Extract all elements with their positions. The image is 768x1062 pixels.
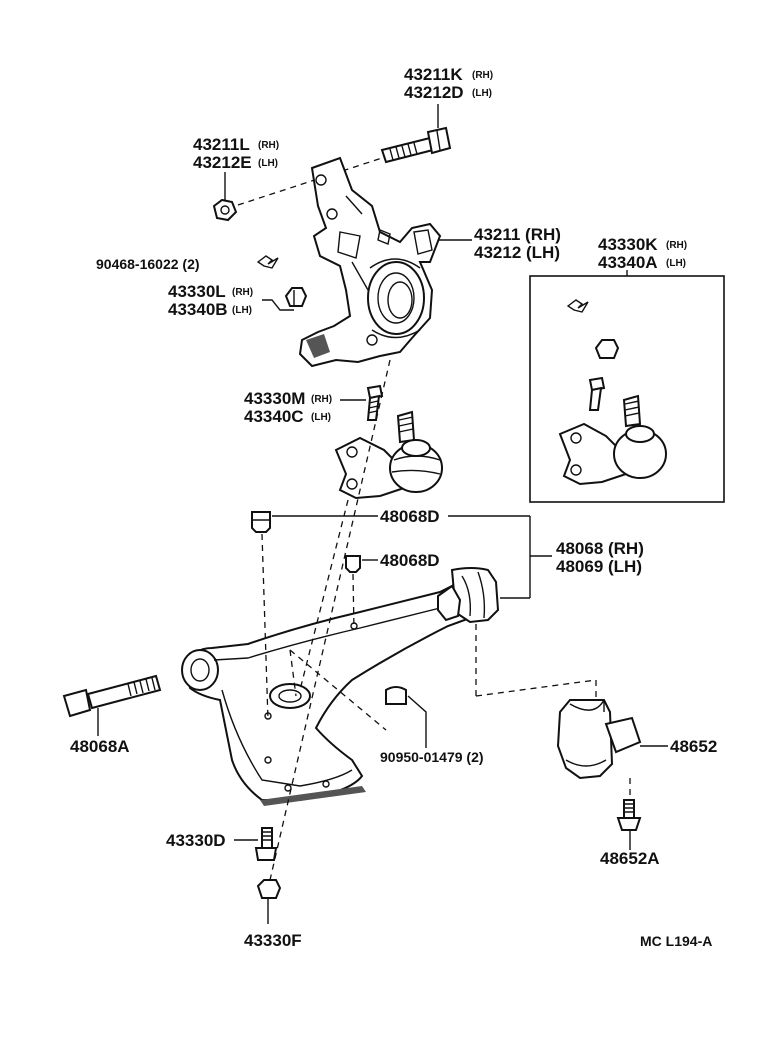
label-48068: 48068 (RH) bbox=[556, 539, 644, 558]
label-48652: 48652 bbox=[670, 737, 717, 756]
arm-ball-joint-bolt[interactable] bbox=[254, 827, 278, 861]
ball-joint-bolt[interactable] bbox=[366, 384, 384, 421]
label-43340B: 43340B bbox=[168, 300, 228, 319]
kit-bolt bbox=[588, 376, 606, 411]
label-43330M: 43330M bbox=[244, 389, 305, 408]
bracket-bolt[interactable] bbox=[616, 799, 642, 831]
label-43330F: 43330F bbox=[244, 931, 302, 950]
label-43330M-side: (RH) bbox=[311, 394, 332, 405]
label-43340C-side: (LH) bbox=[311, 412, 331, 423]
steering-knuckle[interactable] bbox=[298, 156, 442, 368]
label-43211K-side: (RH) bbox=[472, 70, 493, 81]
ball-joint-kit-box[interactable] bbox=[529, 270, 725, 503]
label-43340C: 43340C bbox=[244, 407, 304, 426]
label-48068D-1: 48068D bbox=[380, 507, 440, 526]
bolt-axis-dash bbox=[237, 157, 383, 206]
label-43340A: 43340A bbox=[598, 253, 658, 272]
label-43340A-side: (LH) bbox=[666, 258, 686, 269]
label-43330L-side: (RH) bbox=[232, 287, 253, 298]
label-43330K-side: (RH) bbox=[666, 240, 687, 251]
label-43211K: 43211K bbox=[404, 65, 463, 84]
label-43212D: 43212D bbox=[404, 83, 464, 102]
kit-clip bbox=[566, 299, 589, 313]
label-90468: 90468-16022 (2) bbox=[96, 256, 200, 272]
bushing-48068d-lower[interactable] bbox=[345, 555, 361, 573]
leader-90950 bbox=[407, 695, 427, 748]
kit-ball-joint bbox=[558, 394, 667, 486]
label-43212D-side: (LH) bbox=[472, 88, 492, 99]
ball-joint-nut[interactable] bbox=[284, 287, 308, 307]
label-48652A: 48652A bbox=[600, 849, 660, 868]
kit-nut bbox=[594, 339, 620, 359]
label-90950: 90950-01479 (2) bbox=[380, 749, 484, 765]
label-48068A: 48068A bbox=[70, 737, 130, 756]
label-43211: 43211 (RH) bbox=[474, 225, 561, 244]
label-43212: 43212 (LH) bbox=[474, 243, 560, 262]
label-43212E: 43212E bbox=[193, 153, 252, 172]
arm-nut[interactable] bbox=[256, 879, 282, 899]
diagram-code: MC L194-A bbox=[640, 933, 712, 949]
label-43211L-side: (RH) bbox=[258, 140, 279, 151]
lower-control-arm[interactable] bbox=[181, 567, 500, 806]
ball-joint[interactable] bbox=[334, 410, 443, 500]
stabilizer-bracket[interactable] bbox=[556, 699, 642, 780]
label-43330L: 43330L bbox=[168, 282, 226, 301]
label-43211L: 43211L bbox=[193, 135, 250, 154]
clip-90468[interactable] bbox=[256, 255, 279, 269]
bushing-48068d-upper[interactable] bbox=[251, 511, 271, 533]
arm-bolt[interactable] bbox=[62, 674, 162, 718]
label-43330D: 43330D bbox=[166, 831, 226, 850]
label-48069: 48069 (LH) bbox=[556, 557, 642, 576]
assembly-dashed-lines bbox=[261, 359, 631, 881]
label-48068D-2: 48068D bbox=[380, 551, 440, 570]
knuckle-bolt[interactable] bbox=[380, 126, 452, 164]
plug-90950[interactable] bbox=[385, 686, 407, 705]
leader-43330L bbox=[262, 299, 294, 311]
label-43340B-side: (LH) bbox=[232, 305, 252, 316]
label-43212E-side: (LH) bbox=[258, 158, 278, 169]
label-43330K: 43330K bbox=[598, 235, 658, 254]
knuckle-nut[interactable] bbox=[212, 198, 238, 222]
